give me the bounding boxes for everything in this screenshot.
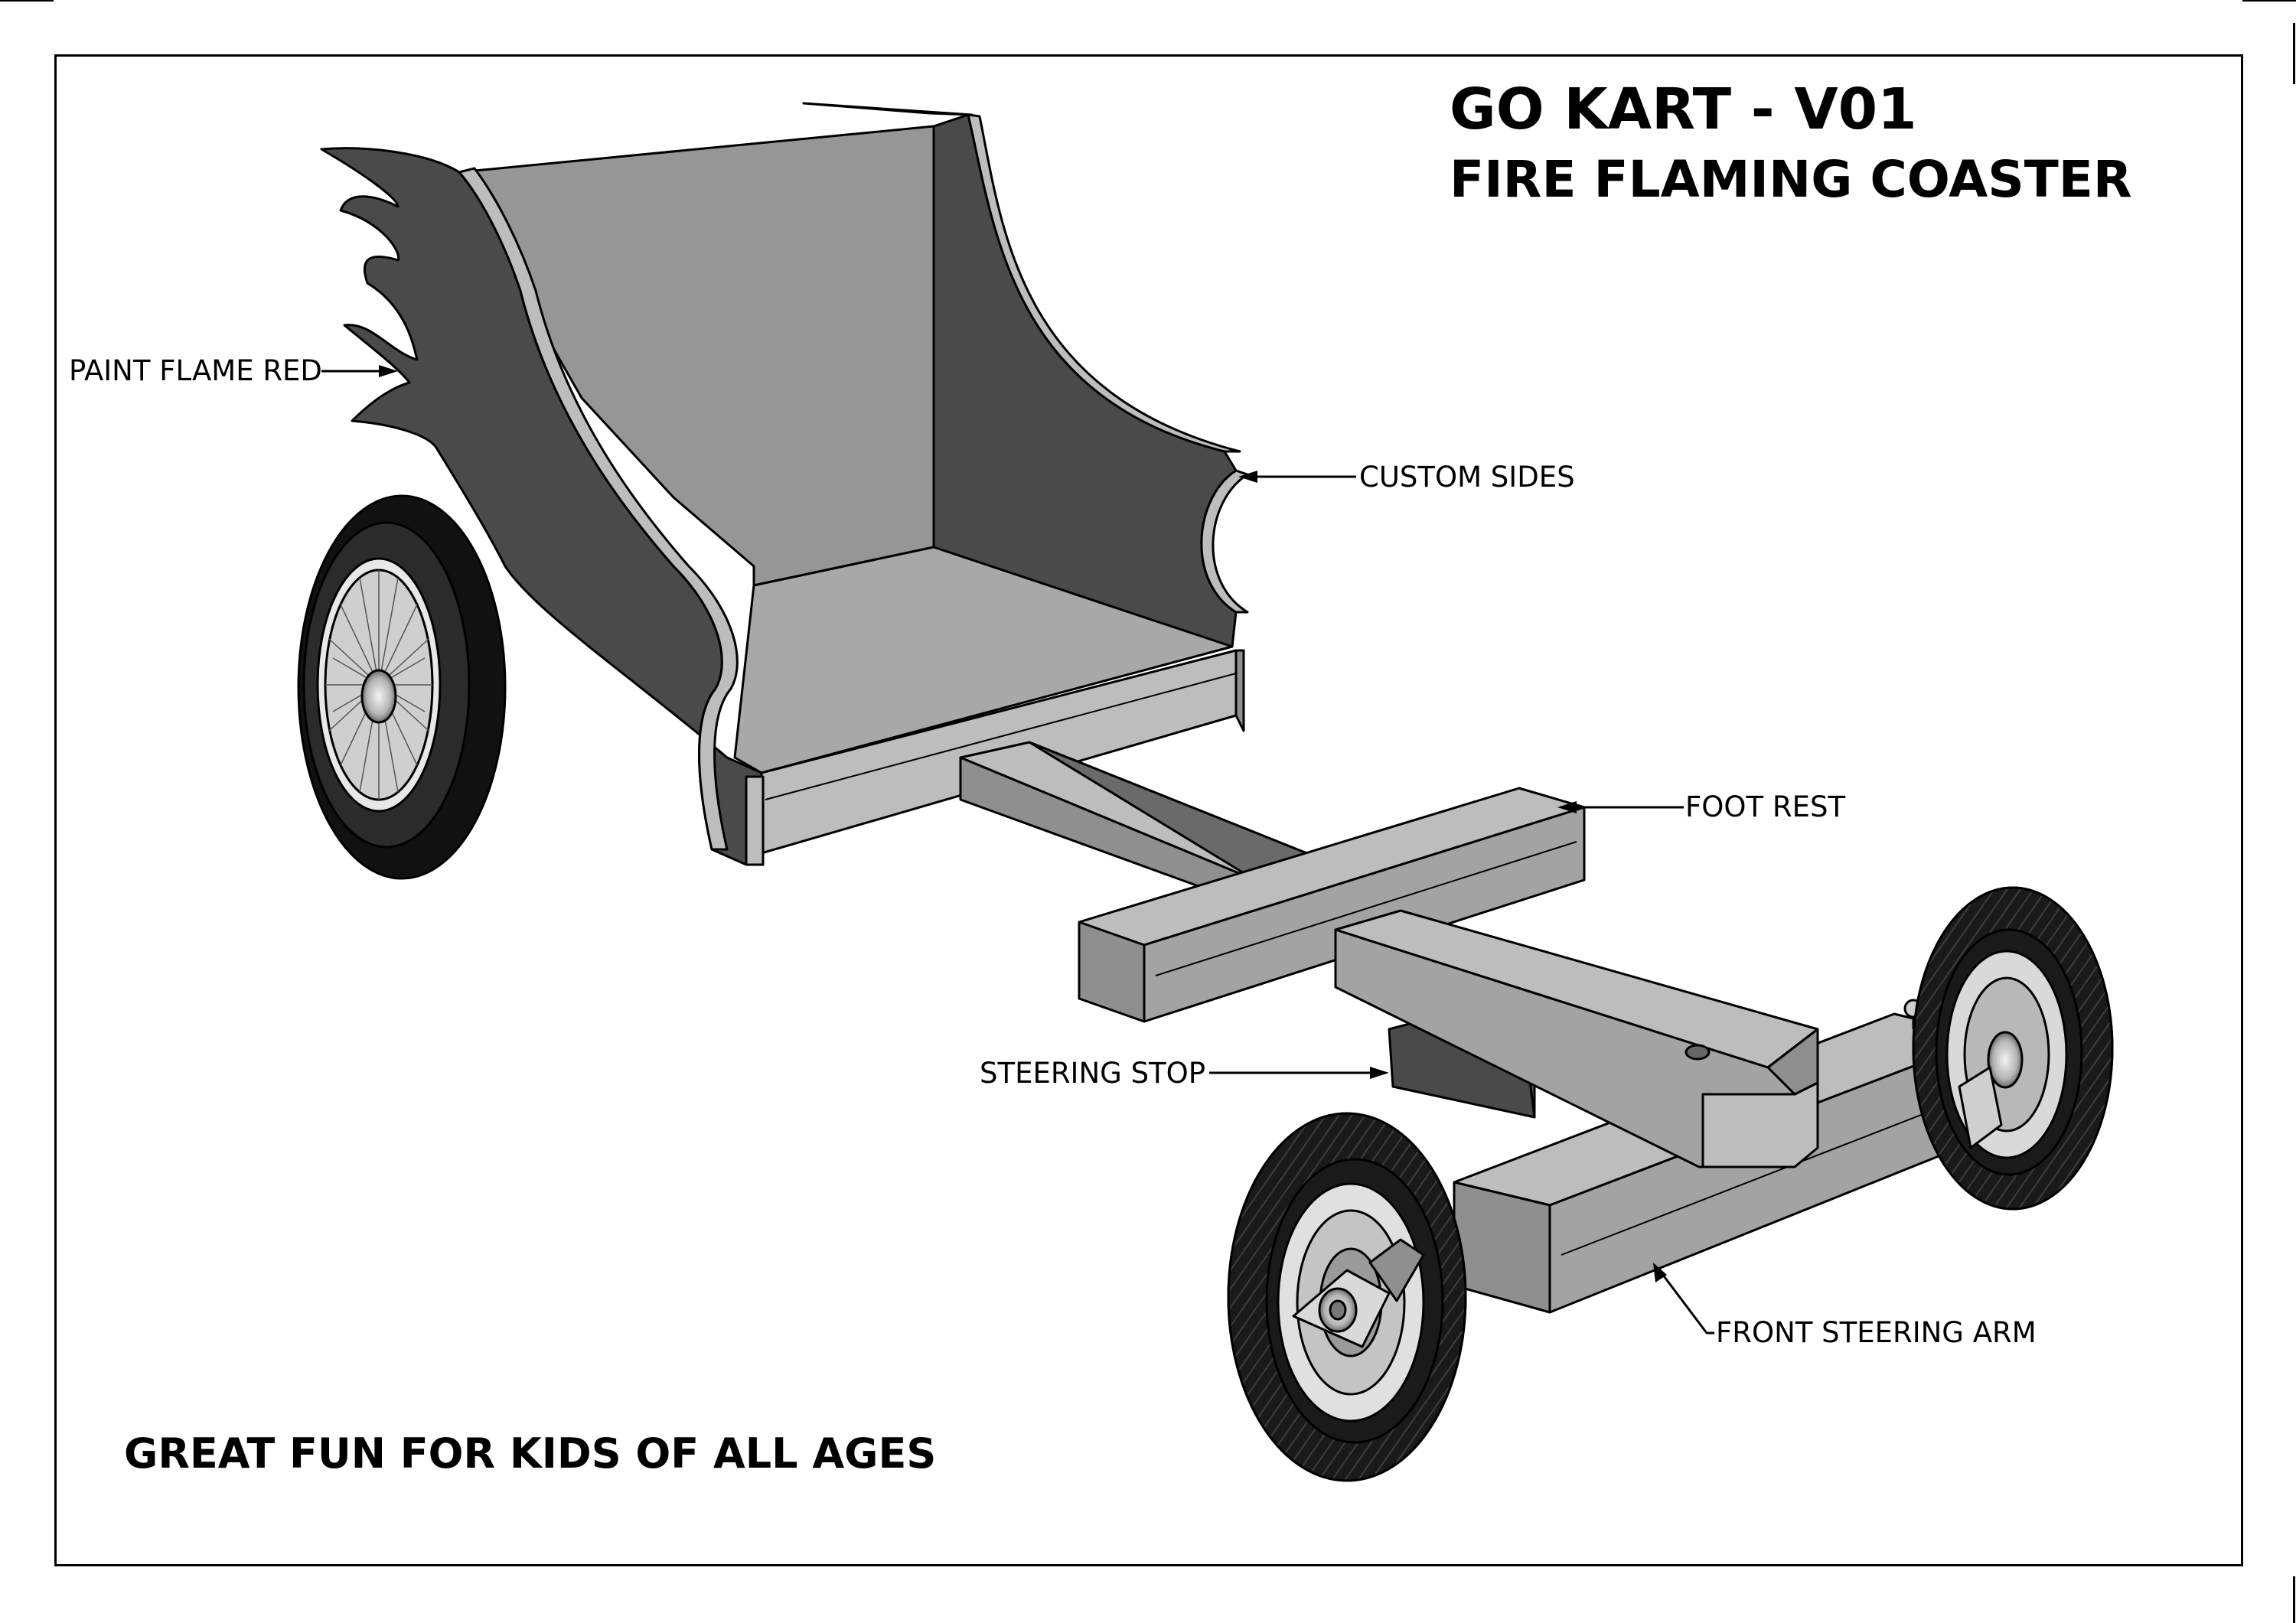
tagline: GREAT FUN FOR KIDS OF ALL AGES xyxy=(124,1429,937,1478)
foot-rest xyxy=(1078,787,1586,1023)
callout-custom-sides: CUSTOM SIDES xyxy=(1359,461,1575,494)
trim-mark-right-lower xyxy=(2293,1576,2295,1623)
kingpin-hole xyxy=(1684,1044,1711,1061)
centre-beam xyxy=(959,741,1318,908)
callout-foot-rest: FOOT REST xyxy=(1685,790,1846,823)
callout-front-steering-arm: FRONT STEERING ARM xyxy=(1716,1316,2037,1349)
trim-mark-top-left xyxy=(0,0,54,2)
leader-lines xyxy=(321,365,1714,1335)
title-subtitle: FIRE FLAMING COASTER xyxy=(1450,150,2132,209)
steering-beam xyxy=(1334,909,1923,1168)
front-wheel-right xyxy=(1912,886,2114,1211)
trim-mark-top-right xyxy=(2242,0,2296,2)
front-wheel-left xyxy=(1227,1112,1467,1482)
callout-steering-stop: STEERING STOP xyxy=(980,1057,1206,1090)
drawing-frame xyxy=(54,54,2243,1566)
seat-assembly xyxy=(320,102,1249,866)
title-main: GO KART - V01 xyxy=(1450,77,1917,142)
trim-mark-right-upper xyxy=(2293,23,2295,84)
callout-paint-flame-red: PAINT FLAME RED xyxy=(69,354,322,387)
seat-floor xyxy=(733,546,1234,774)
rear-wheel xyxy=(297,494,507,880)
